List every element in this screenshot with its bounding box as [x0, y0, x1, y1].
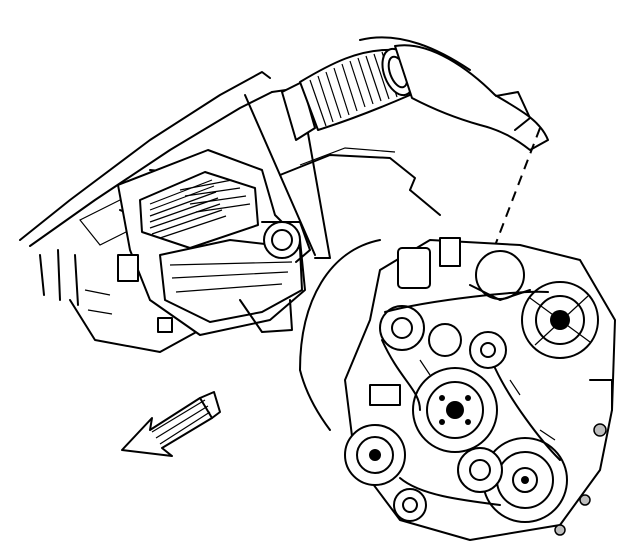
air-cleaner-assembly [117, 149, 311, 336]
engine-accessory-drive [344, 237, 616, 541]
intake-duct-bellows [281, 36, 549, 151]
crankshaft-balancer [412, 367, 498, 453]
air-filter-ribs [149, 179, 251, 239]
generator-pulley [521, 281, 599, 359]
hood-shroud-outline [279, 147, 441, 431]
forward-direction-arrow [121, 391, 221, 457]
